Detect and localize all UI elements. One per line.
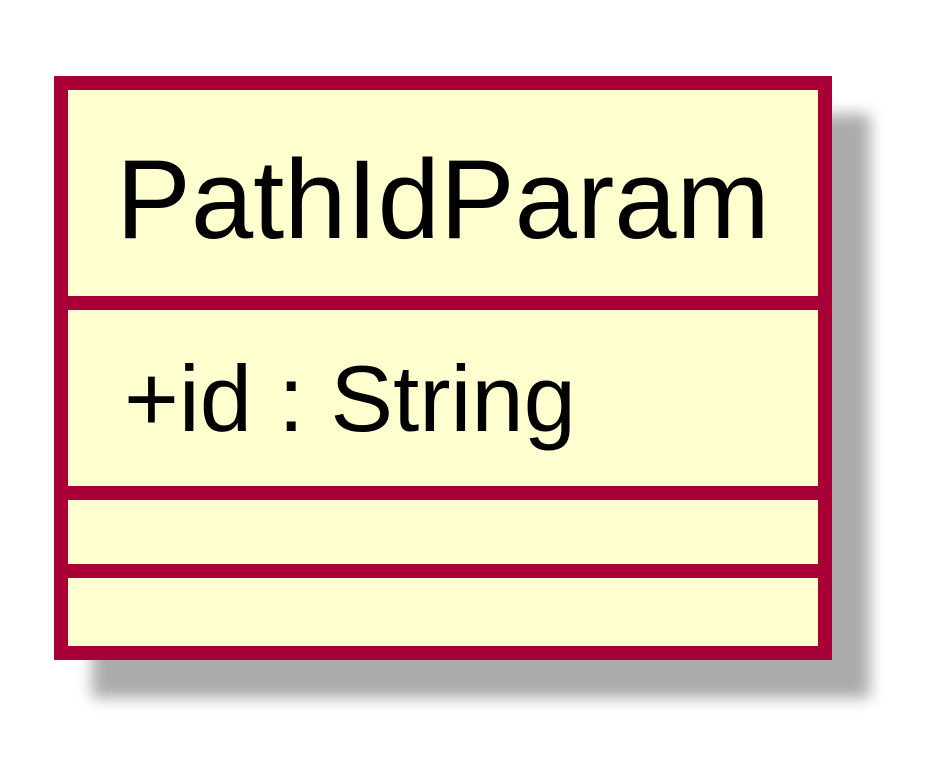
compartment-divider bbox=[68, 296, 818, 310]
compartment-divider bbox=[68, 564, 818, 578]
class-name-compartment: PathIdParam bbox=[68, 90, 818, 296]
class-box-pathidparam[interactable]: PathIdParam +id : String bbox=[54, 76, 832, 660]
methods-compartment bbox=[68, 500, 818, 564]
attributes-compartment: +id : String bbox=[68, 310, 818, 486]
attribute-item: +id : String bbox=[124, 346, 576, 451]
class-name: PathIdParam bbox=[116, 137, 770, 262]
extra-compartment bbox=[68, 578, 818, 646]
compartment-divider bbox=[68, 486, 818, 500]
